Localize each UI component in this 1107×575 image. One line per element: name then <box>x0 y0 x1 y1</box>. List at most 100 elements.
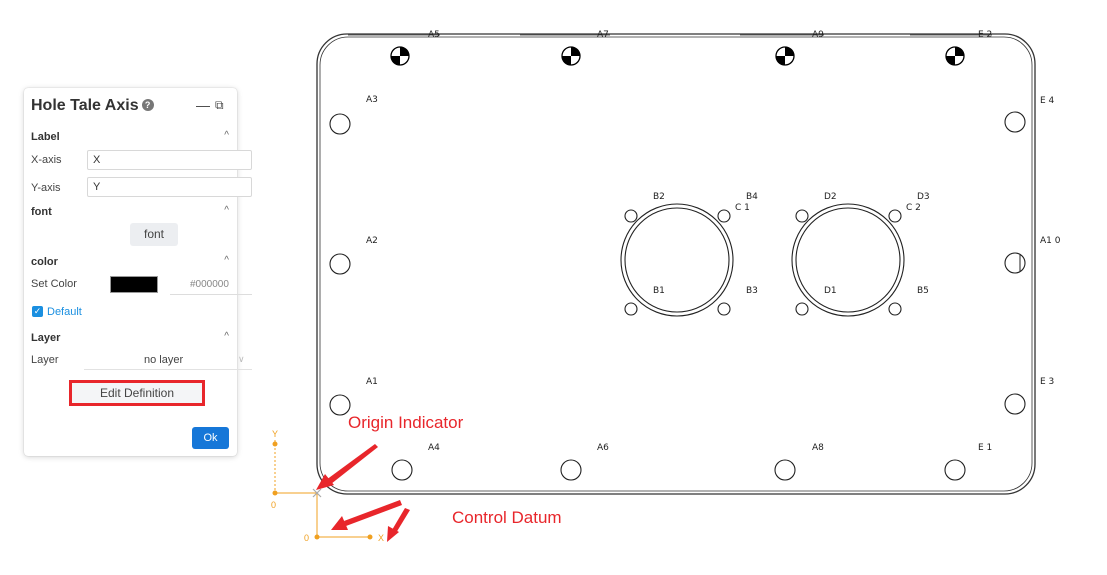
axis-indicator: Y 0 0 X <box>271 429 384 543</box>
plate-outline <box>316 33 1036 495</box>
section-layer-header[interactable]: Layer <box>31 332 61 344</box>
hole-label-E2: E 2 <box>978 30 992 40</box>
hole-label-B3: B3 <box>746 286 758 296</box>
panel-title: Hole Tale Axis? <box>31 97 154 115</box>
caret-up-icon[interactable]: ^ <box>224 130 229 141</box>
connector-b-outer[interactable] <box>620 203 734 317</box>
axis-label-zero-a: 0 <box>271 500 276 510</box>
hole-B1[interactable] <box>624 302 638 316</box>
hole-label-B5: B5 <box>917 286 929 296</box>
arrow-datum-head-icon <box>331 516 348 530</box>
hole-label-A8: A8 <box>812 443 824 453</box>
hole-A6[interactable] <box>560 459 582 481</box>
hole-E3[interactable] <box>1004 393 1026 415</box>
perimeter-holes <box>329 111 1026 481</box>
hole-A1[interactable] <box>329 394 351 416</box>
hole-label-B2: B2 <box>653 192 665 202</box>
arrow-origin-head-icon <box>316 474 334 490</box>
connector-d <box>791 203 905 317</box>
default-label[interactable]: Default <box>47 306 82 318</box>
hole-A10[interactable] <box>1004 252 1026 274</box>
datum-holes-top <box>390 46 965 66</box>
arrow-datum-icon <box>344 500 402 526</box>
origin-indicator-annotation: Origin Indicator <box>348 413 464 432</box>
layer-label: Layer <box>31 354 59 366</box>
hole-B5[interactable] <box>888 302 902 316</box>
hole-label-B4: B4 <box>746 192 758 202</box>
section-font-header[interactable]: font <box>31 206 52 218</box>
hole-D2[interactable] <box>795 209 809 223</box>
hole-D3[interactable] <box>888 209 902 223</box>
x-axis-input[interactable]: X <box>87 150 252 170</box>
panel-title-text: Hole Tale Axis <box>31 97 139 114</box>
restore-icon[interactable]: ⧉ <box>215 98 224 112</box>
origin-crosshair-icon[interactable] <box>312 488 322 498</box>
hole-A8[interactable] <box>774 459 796 481</box>
hole-label-D3: D3 <box>917 192 930 202</box>
layer-select[interactable]: no layer <box>144 354 184 366</box>
hole-A3[interactable] <box>329 113 351 135</box>
connector-d-outer[interactable] <box>791 203 905 317</box>
hole-label-A10: A1 0 <box>1040 236 1061 246</box>
axis-label-zero-b: 0 <box>304 533 309 543</box>
font-button[interactable]: font <box>130 223 178 246</box>
hole-label-A3: A3 <box>366 95 378 105</box>
axis-label-x: X <box>378 533 384 543</box>
hole-E1[interactable] <box>944 459 966 481</box>
hex-underline <box>170 294 252 295</box>
datum-hole-icon[interactable] <box>945 46 965 66</box>
caret-up-icon[interactable]: ^ <box>224 331 229 342</box>
plate-inner-outline <box>319 36 1033 492</box>
arrow-icons <box>316 444 410 542</box>
caret-up-icon[interactable]: ^ <box>224 205 229 216</box>
hole-label-D2: D2 <box>824 192 837 202</box>
datum-hole-icon[interactable] <box>390 46 410 66</box>
color-hex-value[interactable]: #000000 <box>190 279 229 290</box>
ok-button[interactable]: Ok <box>192 427 229 449</box>
hole-label-E3: E 3 <box>1040 377 1054 387</box>
arrow-x-head-icon <box>387 526 399 542</box>
hole-label-E4: E 4 <box>1040 96 1055 106</box>
color-swatch[interactable] <box>110 276 158 293</box>
hole-tale-axis-panel: Hole Tale Axis? — ⧉ Label ^ X-axis X Y-a… <box>24 88 252 456</box>
hole-label-A7: A7 <box>597 30 609 40</box>
hole-label-C2: C 2 <box>906 203 921 213</box>
minimize-icon[interactable]: — <box>196 97 210 113</box>
caret-up-icon[interactable]: ^ <box>224 255 229 266</box>
arrow-origin-icon <box>326 444 378 484</box>
datum-hole-icon[interactable] <box>775 46 795 66</box>
y-axis-label: Y-axis <box>31 182 61 194</box>
hole-label-C1: C 1 <box>735 203 750 213</box>
hole-label-D1: D1 <box>824 286 837 296</box>
control-datum-annotation: Control Datum <box>452 508 562 527</box>
hole-label-B1: B1 <box>653 286 665 296</box>
layer-underline <box>84 369 252 370</box>
hole-label-A4: A4 <box>428 443 440 453</box>
x-axis-label: X-axis <box>31 154 62 166</box>
hole-D1[interactable] <box>795 302 809 316</box>
hole-label-A9: A9 <box>812 30 824 40</box>
hole-B2[interactable] <box>624 209 638 223</box>
chevron-down-icon[interactable]: ∨ <box>238 354 245 364</box>
datum-hole-icon[interactable] <box>561 46 581 66</box>
hole-label-E1: E 1 <box>978 443 992 453</box>
help-icon[interactable]: ? <box>141 99 154 111</box>
annotations: Origin Indicator Control Datum <box>316 413 562 542</box>
default-checkbox[interactable]: ✓ <box>32 306 43 317</box>
set-color-label: Set Color <box>31 278 77 290</box>
section-color-header[interactable]: color <box>31 256 58 268</box>
hole-B3[interactable] <box>717 302 731 316</box>
hole-A2[interactable] <box>329 253 351 275</box>
edit-definition-button[interactable]: Edit Definition <box>69 380 205 406</box>
hole-A4[interactable] <box>391 459 413 481</box>
connector-b <box>620 203 734 317</box>
hole-label-A1: A1 <box>366 377 378 387</box>
y-axis-input[interactable]: Y <box>87 177 252 197</box>
hole-label-A6: A6 <box>597 443 609 453</box>
hole-E4[interactable] <box>1004 111 1026 133</box>
hole-B4[interactable] <box>717 209 731 223</box>
hole-label-A5: A5 <box>428 30 440 40</box>
section-label-header[interactable]: Label <box>31 131 60 143</box>
